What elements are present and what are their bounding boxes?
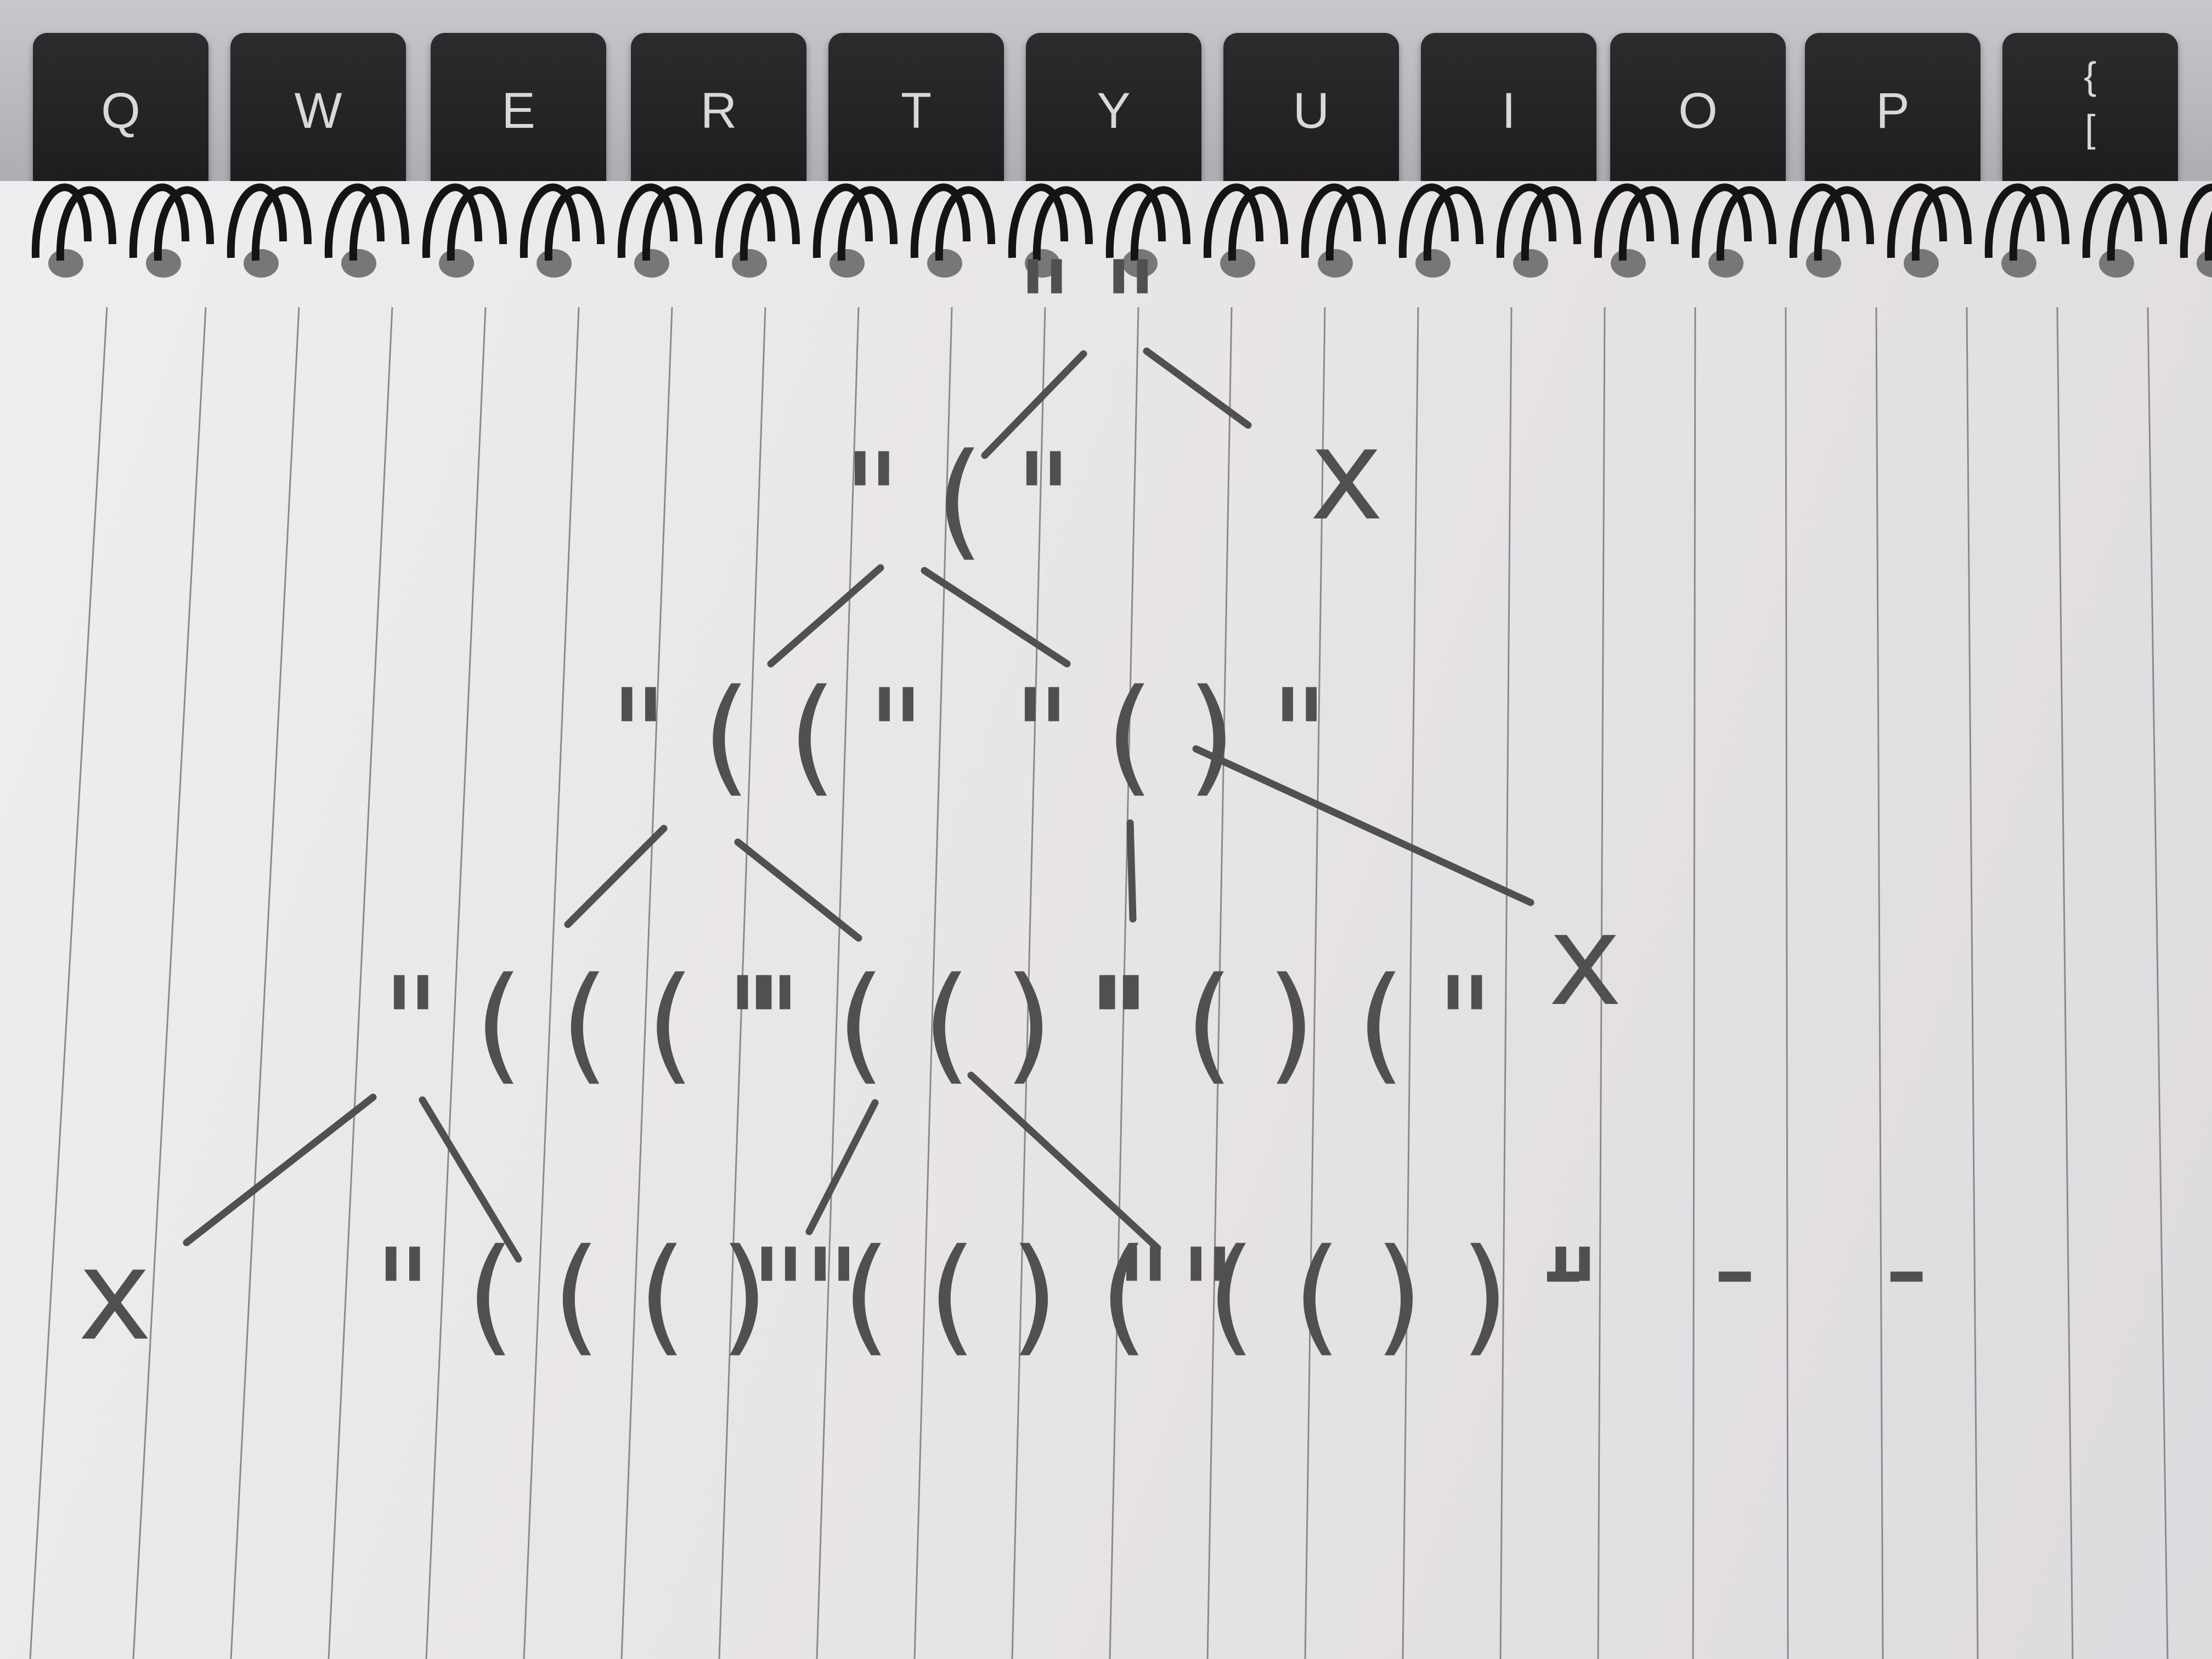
edge-l1-left bbox=[767, 564, 884, 668]
tree-edges bbox=[183, 347, 1534, 1263]
node-l2-open-open: "((" bbox=[601, 663, 944, 809]
key-e: E bbox=[431, 33, 606, 198]
rule-line bbox=[132, 307, 207, 1659]
key-t: T bbox=[828, 33, 1004, 198]
spiral-coil bbox=[1203, 183, 1288, 261]
spiral-coil bbox=[910, 183, 995, 261]
spiral-coil bbox=[1008, 183, 1093, 261]
edge-l3b-left bbox=[805, 1099, 879, 1235]
rule-line bbox=[913, 307, 953, 1659]
laptop-keyboard: Q W E R T Y U I O P { [ bbox=[0, 0, 2212, 208]
rule-line bbox=[29, 307, 108, 1659]
spiral-coil bbox=[1301, 183, 1386, 261]
rule-line bbox=[1875, 307, 1884, 1659]
spiral-coil bbox=[1984, 183, 2069, 261]
node-l4-b: "(()(" bbox=[741, 1222, 1256, 1369]
rule-line bbox=[718, 307, 766, 1659]
rule-line bbox=[2056, 307, 2074, 1659]
rule-line bbox=[620, 307, 673, 1659]
rule-line bbox=[2147, 307, 2169, 1659]
edge-l2a-right bbox=[734, 838, 862, 942]
rule-line bbox=[1785, 307, 1789, 1659]
rule-line bbox=[1109, 307, 1139, 1659]
rule-line bbox=[1304, 307, 1326, 1659]
key-bracket: { [ bbox=[2002, 33, 2178, 198]
node-l3-open-open-close: "(()" bbox=[735, 951, 1164, 1097]
node-l2-open-close: "()" bbox=[1004, 663, 1347, 809]
rule-line bbox=[523, 307, 580, 1659]
edge-root-right bbox=[1143, 347, 1252, 429]
spiral-coil bbox=[1691, 183, 1776, 261]
spiral-coil bbox=[2180, 183, 2212, 261]
spiral-coil bbox=[1496, 183, 1581, 261]
spiral-coil bbox=[324, 183, 409, 261]
spiral-coil bbox=[617, 183, 702, 261]
node-l4-a: "((()" bbox=[365, 1222, 880, 1369]
spiral-coil bbox=[422, 183, 507, 261]
rule-line bbox=[1206, 307, 1233, 1659]
spiral-coil bbox=[31, 183, 116, 261]
spiral-coil bbox=[1594, 183, 1679, 261]
node-l2-pruned: x bbox=[1547, 888, 1633, 1034]
rule-line bbox=[1499, 307, 1513, 1659]
edge-l3a-right bbox=[419, 1096, 522, 1263]
edge-l3a-left bbox=[183, 1093, 377, 1246]
rule-line bbox=[1692, 307, 1696, 1659]
notebook-page bbox=[0, 181, 2212, 1659]
rule-line bbox=[230, 307, 300, 1659]
key-u: U bbox=[1223, 33, 1399, 198]
key-i: I bbox=[1421, 33, 1596, 198]
key-w: W bbox=[230, 33, 406, 198]
key-o: O bbox=[1610, 33, 1786, 198]
spiral-coil bbox=[1887, 183, 1972, 261]
spiral-coil bbox=[129, 183, 214, 261]
edge-l3b-right bbox=[967, 1071, 1161, 1252]
rule-line bbox=[1966, 307, 1979, 1659]
spiral-coil bbox=[2082, 183, 2167, 261]
key-q: Q bbox=[33, 33, 208, 198]
node-l3-triple-open: "(((" bbox=[373, 951, 802, 1097]
spiral-coil bbox=[715, 183, 800, 261]
node-l1-pruned: x bbox=[1308, 402, 1394, 549]
node-l4-ellipsis: - - - bbox=[1525, 1195, 1954, 1341]
edge-l2b-down bbox=[1126, 819, 1137, 923]
node-root: "" bbox=[1007, 235, 1178, 381]
rule-line bbox=[816, 307, 860, 1659]
node-l4-c: "(())" bbox=[1105, 1222, 1621, 1369]
rule-line bbox=[328, 307, 393, 1659]
edge-l2b-right bbox=[1192, 745, 1534, 906]
rule-line bbox=[1011, 307, 1046, 1659]
key-y: Y bbox=[1026, 33, 1201, 198]
node-l4-pruned: x bbox=[77, 1222, 162, 1369]
rule-line bbox=[1597, 307, 1606, 1659]
key-r: R bbox=[631, 33, 806, 198]
spiral-coil bbox=[1398, 183, 1483, 261]
rule-line bbox=[425, 307, 487, 1659]
spiral-coil bbox=[1789, 183, 1874, 261]
edge-l2a-left bbox=[564, 825, 668, 928]
spiral-binding bbox=[31, 183, 2212, 278]
spiral-coil bbox=[520, 183, 605, 261]
node-l1-open: "(" bbox=[834, 427, 1091, 573]
spiral-coil bbox=[812, 183, 898, 261]
spiral-coil bbox=[227, 183, 312, 261]
ruled-lines bbox=[29, 307, 2169, 1659]
rule-line bbox=[1402, 307, 1419, 1659]
node-l3-open-close-open: "()(" bbox=[1084, 951, 1513, 1097]
key-p: P bbox=[1805, 33, 1980, 198]
edge-root-left bbox=[981, 350, 1087, 459]
spiral-coil bbox=[1105, 183, 1190, 261]
edge-l1-right bbox=[921, 567, 1071, 668]
